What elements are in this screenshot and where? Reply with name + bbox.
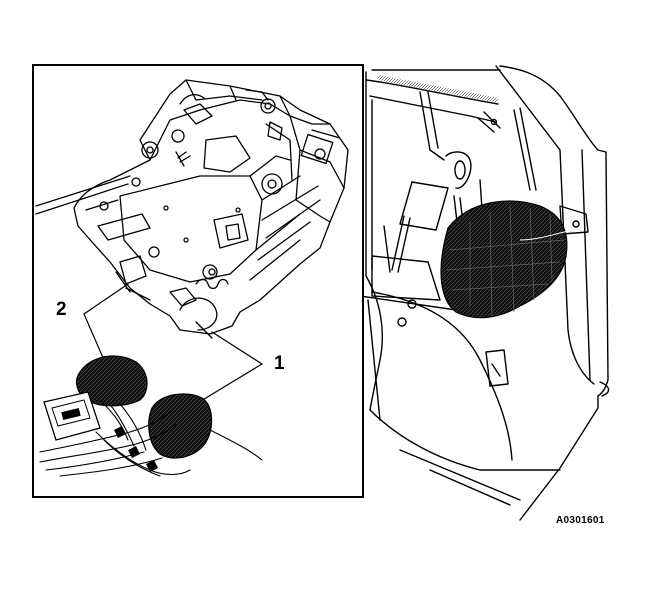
door-latch-mounted <box>440 200 575 319</box>
latch-assembly <box>35 79 349 339</box>
callout-1: 1 <box>274 353 285 374</box>
wiring-harness <box>39 355 263 477</box>
figure-code: A0301601 <box>556 515 605 526</box>
callout-2: 2 <box>56 299 67 320</box>
